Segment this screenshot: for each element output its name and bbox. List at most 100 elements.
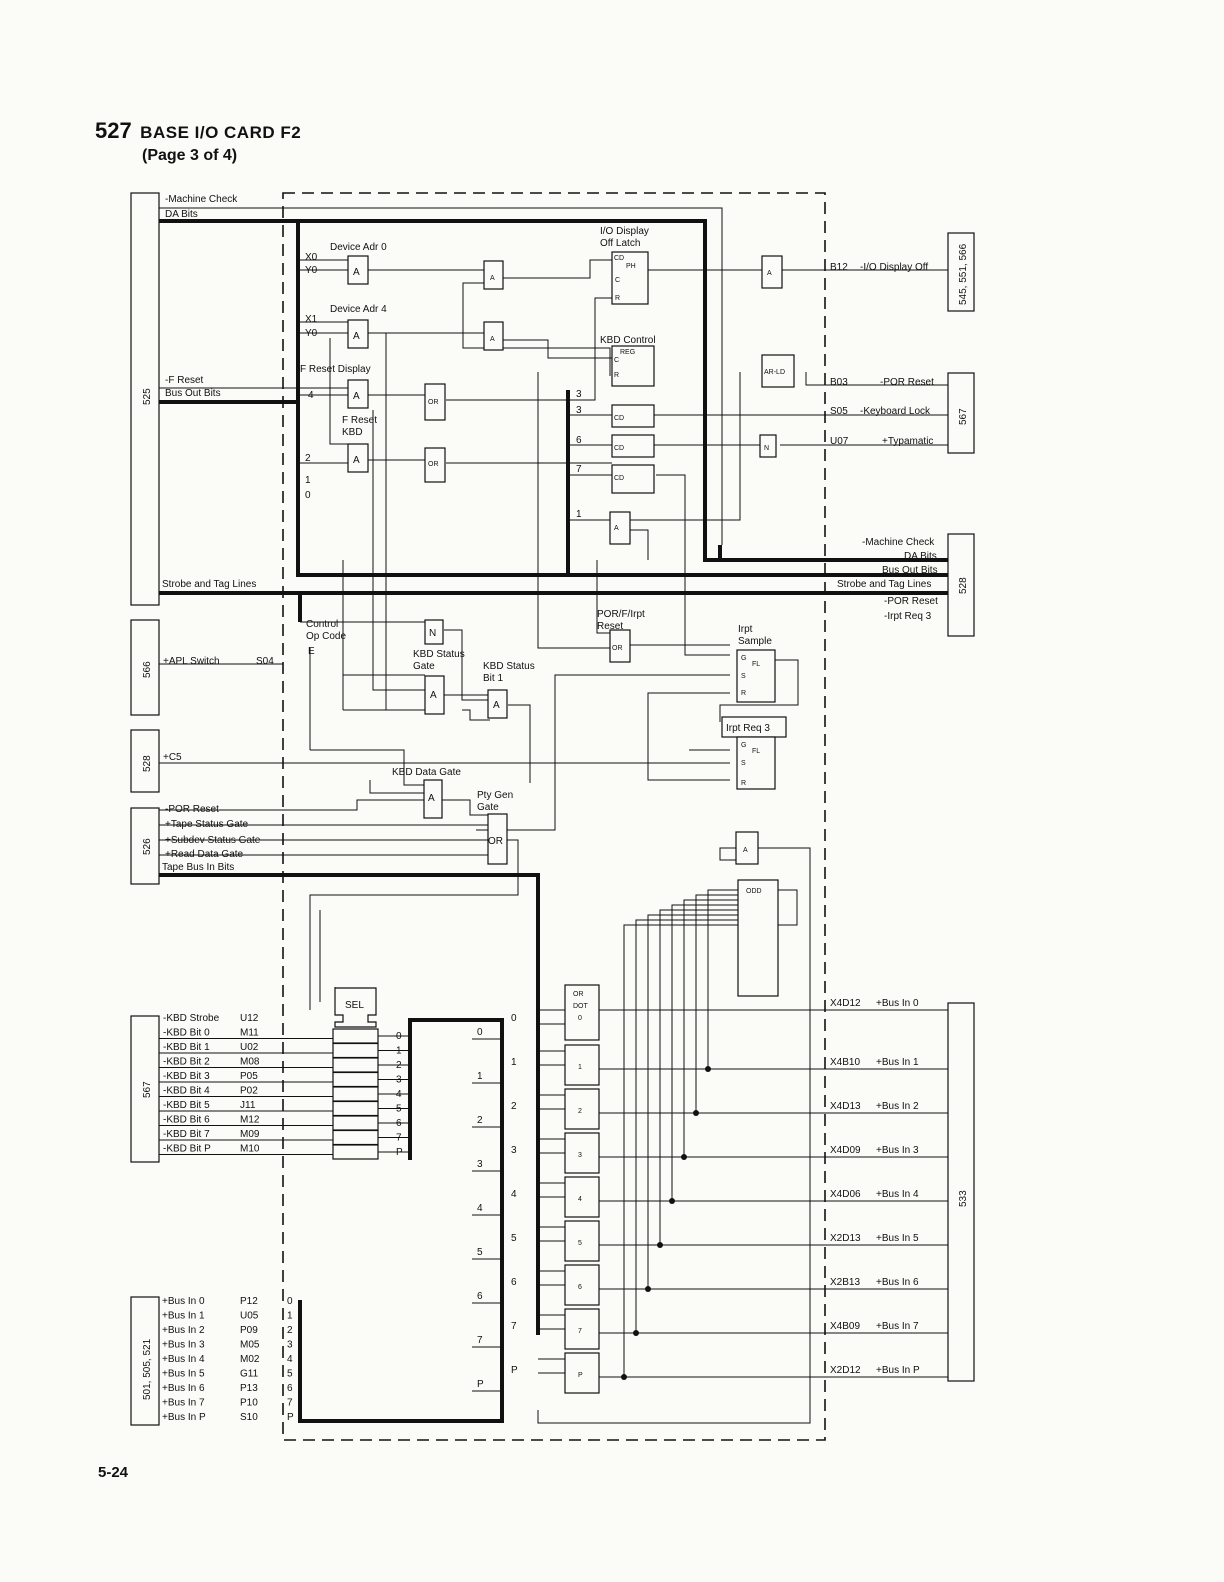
- svg-text:R: R: [615, 295, 620, 302]
- bus-in-pin-code: P12: [240, 1296, 258, 1307]
- bus-in-pin-code: P13: [240, 1383, 258, 1394]
- svg-text:PH: PH: [626, 263, 636, 270]
- kbd-pin-label: -KBD Bit P: [163, 1144, 211, 1155]
- svg-text:533: 533: [958, 1190, 969, 1207]
- bus-bit-label: 0: [511, 1013, 517, 1024]
- gate-a-io-off: A: [761, 255, 783, 289]
- bus-in-pin-code: X4D09: [830, 1145, 861, 1156]
- svg-text:Y0: Y0: [305, 265, 318, 276]
- svg-text:C: C: [614, 357, 619, 364]
- bus-in-bit: P: [287, 1412, 294, 1423]
- bus-bit-label: 2: [511, 1101, 517, 1112]
- bus-in-pin-label: +Bus In 0: [162, 1296, 205, 1307]
- or-dot-stage: [564, 1132, 600, 1174]
- bus-in-pin-label: +Bus In 3: [162, 1340, 205, 1351]
- sel-stage: [332, 1028, 379, 1044]
- kbd-pin-label: -KBD Bit 3: [163, 1071, 210, 1082]
- svg-text:X0: X0: [305, 252, 318, 263]
- bus-bit-labels-b: 3 3 6 7 1: [576, 389, 582, 520]
- svg-text:-Keyboard Lock: -Keyboard Lock: [860, 406, 931, 417]
- sel-output-bit: 1: [396, 1046, 402, 1057]
- svg-text:Bus Out Bits: Bus Out Bits: [165, 388, 221, 399]
- bus-bit-label: 5: [477, 1247, 483, 1258]
- sel-output-bit: 4: [396, 1089, 402, 1100]
- or-dot-stage-bit: 1: [578, 1064, 582, 1071]
- bus-in-pin-label: +Bus In P: [876, 1365, 920, 1376]
- svg-text:E: E: [308, 646, 315, 657]
- gate-a-1: A: [483, 260, 504, 290]
- bus-in-pin-code: P10: [240, 1398, 258, 1409]
- svg-text:C: C: [615, 277, 620, 284]
- svg-text:SEL: SEL: [345, 1000, 364, 1011]
- svg-text:-Machine Check: -Machine Check: [862, 537, 935, 548]
- svg-text:OR: OR: [428, 399, 439, 406]
- gate-a-odd: A: [735, 831, 759, 865]
- svg-text:OR: OR: [488, 836, 503, 847]
- connector-525: 525 -Machine Check DA Bits -F Reset Bus …: [130, 192, 256, 606]
- svg-text:1: 1: [305, 475, 311, 486]
- svg-text:X1: X1: [305, 314, 318, 325]
- svg-text:528: 528: [958, 577, 969, 594]
- bus-lines: [159, 219, 948, 1423]
- bus-bit-label: 1: [511, 1057, 517, 1068]
- svg-text:REG: REG: [620, 349, 635, 356]
- bus-bit-label: P: [477, 1379, 484, 1390]
- svg-text:4: 4: [308, 390, 314, 401]
- bus-in-pin-code: X2B13: [830, 1277, 860, 1288]
- gate-n-typamatic: N: [759, 434, 777, 458]
- sel-output-bit: 5: [396, 1104, 402, 1115]
- bus-in-pin-code: X4B10: [830, 1057, 860, 1068]
- bus-in-bit: 2: [287, 1325, 293, 1336]
- sel-stage: [332, 1086, 379, 1102]
- kbd-pin-code: U02: [240, 1042, 259, 1053]
- svg-text:Strobe and Tag Lines: Strobe and Tag Lines: [162, 579, 256, 590]
- kbd-pin-code: M10: [240, 1144, 260, 1155]
- sel-output-bit: 0: [396, 1031, 402, 1042]
- svg-text:R: R: [741, 780, 746, 787]
- sel-output-bit: 3: [396, 1075, 402, 1086]
- page-subtitle: (Page 3 of 4): [142, 147, 238, 164]
- bus-bit-label: 2: [477, 1115, 483, 1126]
- gate-a-3: A: [609, 511, 631, 545]
- bus-in-bit: 5: [287, 1369, 293, 1380]
- kbd-pin-label: -KBD Bit 7: [163, 1129, 210, 1140]
- bus-in-pin-code: P09: [240, 1325, 258, 1336]
- gate-a-2: A: [483, 321, 504, 351]
- svg-text:-POR Reset: -POR Reset: [880, 377, 934, 388]
- svg-text:-F Reset: -F Reset: [165, 375, 204, 386]
- bus-in-pin-label: +Bus In 5: [876, 1233, 919, 1244]
- card-boundary: [282, 192, 826, 1441]
- svg-text:FL: FL: [752, 661, 760, 668]
- svg-text:3: 3: [576, 389, 582, 400]
- kbd-pin-code: M09: [240, 1129, 260, 1140]
- bus-in-bit: 3: [287, 1340, 293, 1351]
- bus-in-pin-label: +Bus In P: [162, 1412, 206, 1423]
- svg-text:A: A: [490, 275, 495, 282]
- or-dot-stage: [564, 1044, 600, 1086]
- kbd-pin-code: M08: [240, 1057, 260, 1068]
- bus-in-pin-code: X4D13: [830, 1101, 861, 1112]
- sel-stage: [332, 1144, 379, 1160]
- sel-output-bit: 2: [396, 1060, 402, 1071]
- or-dot-stage: [564, 1220, 600, 1262]
- svg-text:+APL Switch: +APL Switch: [163, 656, 220, 667]
- bus-in-pin-label: +Bus In 6: [162, 1383, 205, 1394]
- bus-in-pin-code: M02: [240, 1354, 260, 1365]
- or-dot-stage: [564, 1176, 600, 1218]
- svg-text:OR: OR: [428, 461, 439, 468]
- svg-text:528: 528: [142, 755, 153, 772]
- connector-526: 526 -POR Reset +Tape Status Gate +Subdev…: [130, 804, 261, 885]
- bus-in-pin-code: M05: [240, 1340, 260, 1351]
- bus-bit-label: 6: [511, 1277, 517, 1288]
- connector-545-551-566: 545, 551, 566 B12 -I/O Display Off: [830, 232, 975, 312]
- bus-in-bit: 7: [287, 1398, 293, 1409]
